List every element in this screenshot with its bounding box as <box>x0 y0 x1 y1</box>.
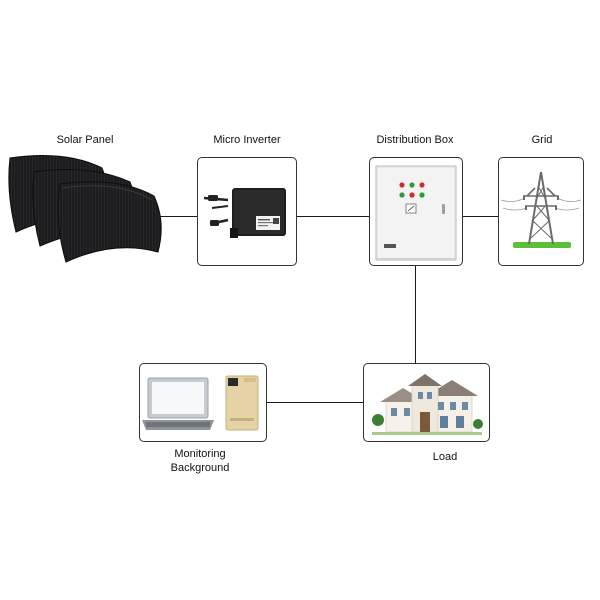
monitoring-label-line2: Background <box>170 462 230 474</box>
power-tower-icon <box>500 171 582 248</box>
micro-inverter-box <box>197 157 297 266</box>
distribution-box-image <box>375 165 457 261</box>
solar-panel-image <box>8 155 162 263</box>
load-label: Load <box>432 451 458 463</box>
load-box <box>363 363 490 442</box>
distribution-box-frame <box>369 157 463 266</box>
laptop-and-gateway-image <box>142 375 259 431</box>
house-image <box>372 374 483 435</box>
grid-label: Grid <box>531 134 553 146</box>
line-distribution-to-load <box>415 265 416 363</box>
solar-panel-label: Solar Panel <box>56 134 114 146</box>
monitoring-box <box>139 363 267 442</box>
line-solar-to-inverter <box>160 216 198 217</box>
grid-box <box>498 157 584 266</box>
micro-inverter-label: Micro Inverter <box>213 134 281 146</box>
line-inverter-to-distribution <box>296 216 370 217</box>
line-distribution-to-grid <box>462 216 500 217</box>
monitoring-label-line1: Monitoring <box>174 448 226 460</box>
distribution-box-label: Distribution Box <box>376 134 454 146</box>
micro-inverter-image <box>203 188 286 238</box>
line-load-to-monitoring <box>267 402 364 403</box>
